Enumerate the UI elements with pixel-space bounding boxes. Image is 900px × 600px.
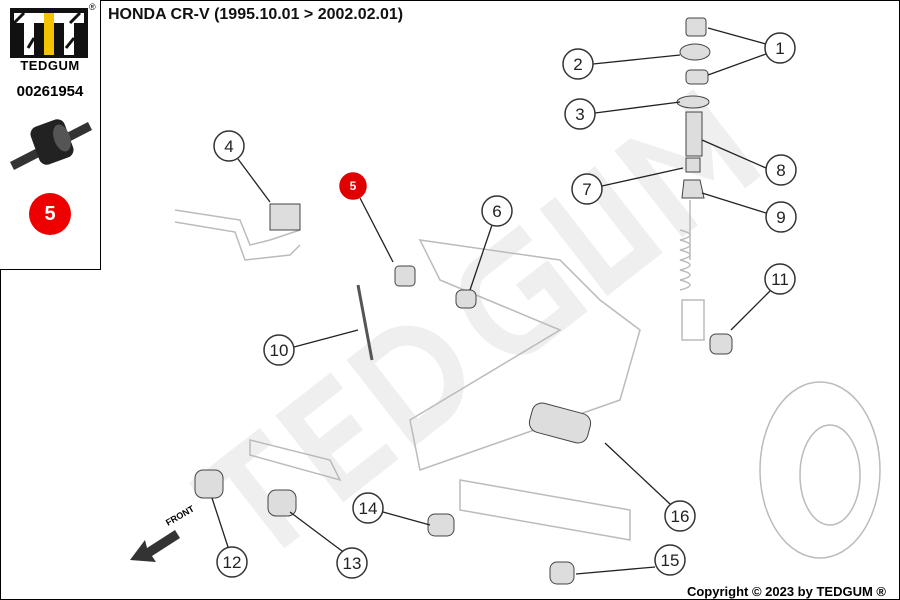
callout-number: 6: [492, 202, 501, 221]
callout-13[interactable]: 13: [336, 547, 368, 579]
callout-number: 3: [575, 105, 584, 124]
callout-4[interactable]: 4: [213, 130, 245, 162]
highlight-number-badge: 5: [29, 193, 71, 235]
copyright: Copyright © 2023 by TEDGUM ®: [686, 584, 886, 599]
tedgum-logo: [10, 8, 88, 58]
callout-number: 15: [661, 551, 680, 570]
parts-drawing: [174, 200, 881, 559]
callout-circle: [336, 547, 368, 579]
callout-7[interactable]: 7: [571, 173, 603, 205]
callout-14[interactable]: 14: [352, 492, 384, 524]
callout-circle: [764, 263, 796, 295]
watermark-graphic: [188, 89, 762, 549]
callout-number: 11: [771, 270, 789, 289]
callout-5[interactable]: 5: [339, 172, 367, 200]
callout-number: 12: [223, 553, 242, 572]
callout-3[interactable]: 3: [564, 98, 596, 130]
callout-1[interactable]: 1: [764, 32, 796, 64]
callout-circle: [664, 500, 696, 532]
callout-circle: [654, 544, 686, 576]
callout-circle: [564, 98, 596, 130]
callout-12[interactable]: 12: [216, 546, 248, 578]
leader-lines: [211, 27, 771, 575]
callout-circle: [481, 195, 513, 227]
callout-16[interactable]: 16: [664, 500, 696, 532]
callout-number: 7: [582, 180, 591, 199]
callout-circle: [765, 154, 797, 186]
callout-8[interactable]: 8: [765, 154, 797, 186]
bushing-parts: [194, 17, 733, 585]
callout-circle: [339, 172, 367, 200]
callout-number: 16: [671, 507, 690, 526]
callout-number: 1: [775, 39, 784, 58]
front-arrow: FRONT: [130, 503, 196, 562]
callout-circle: [216, 546, 248, 578]
callout-number: 14: [359, 499, 378, 518]
part-thumbnail: [10, 119, 92, 170]
brand-name: TEDGUM: [20, 58, 80, 73]
callout-circle: [562, 48, 594, 80]
callout-6[interactable]: 6: [481, 195, 513, 227]
callout-number: 2: [573, 55, 582, 74]
callout-2[interactable]: 2: [562, 48, 594, 80]
sidebar: ® TEDGUM 00261954 5: [0, 0, 101, 270]
callout-number: 8: [776, 161, 785, 180]
callout-circle: [571, 173, 603, 205]
part-number: 00261954: [16, 83, 84, 100]
callout-number: 10: [270, 341, 289, 360]
front-label: FRONT: [164, 503, 196, 527]
callout-circle: [213, 130, 245, 162]
callout-circle: [352, 492, 384, 524]
callout-9[interactable]: 9: [765, 201, 797, 233]
callout-number: 13: [343, 554, 362, 573]
callout-15[interactable]: 15: [654, 544, 686, 576]
callout-10[interactable]: 10: [263, 334, 295, 366]
page-title: HONDA CR-V (1995.10.01 > 2002.02.01): [108, 6, 404, 23]
callout-number: 4: [224, 137, 233, 156]
callout-11[interactable]: 11: [764, 263, 796, 295]
registered-mark: ®: [89, 2, 96, 12]
callout-circle: [764, 32, 796, 64]
callout-circle: [263, 334, 295, 366]
callout-circle: [765, 201, 797, 233]
callout-number: 5: [350, 179, 357, 193]
callout-number: 9: [776, 208, 785, 227]
